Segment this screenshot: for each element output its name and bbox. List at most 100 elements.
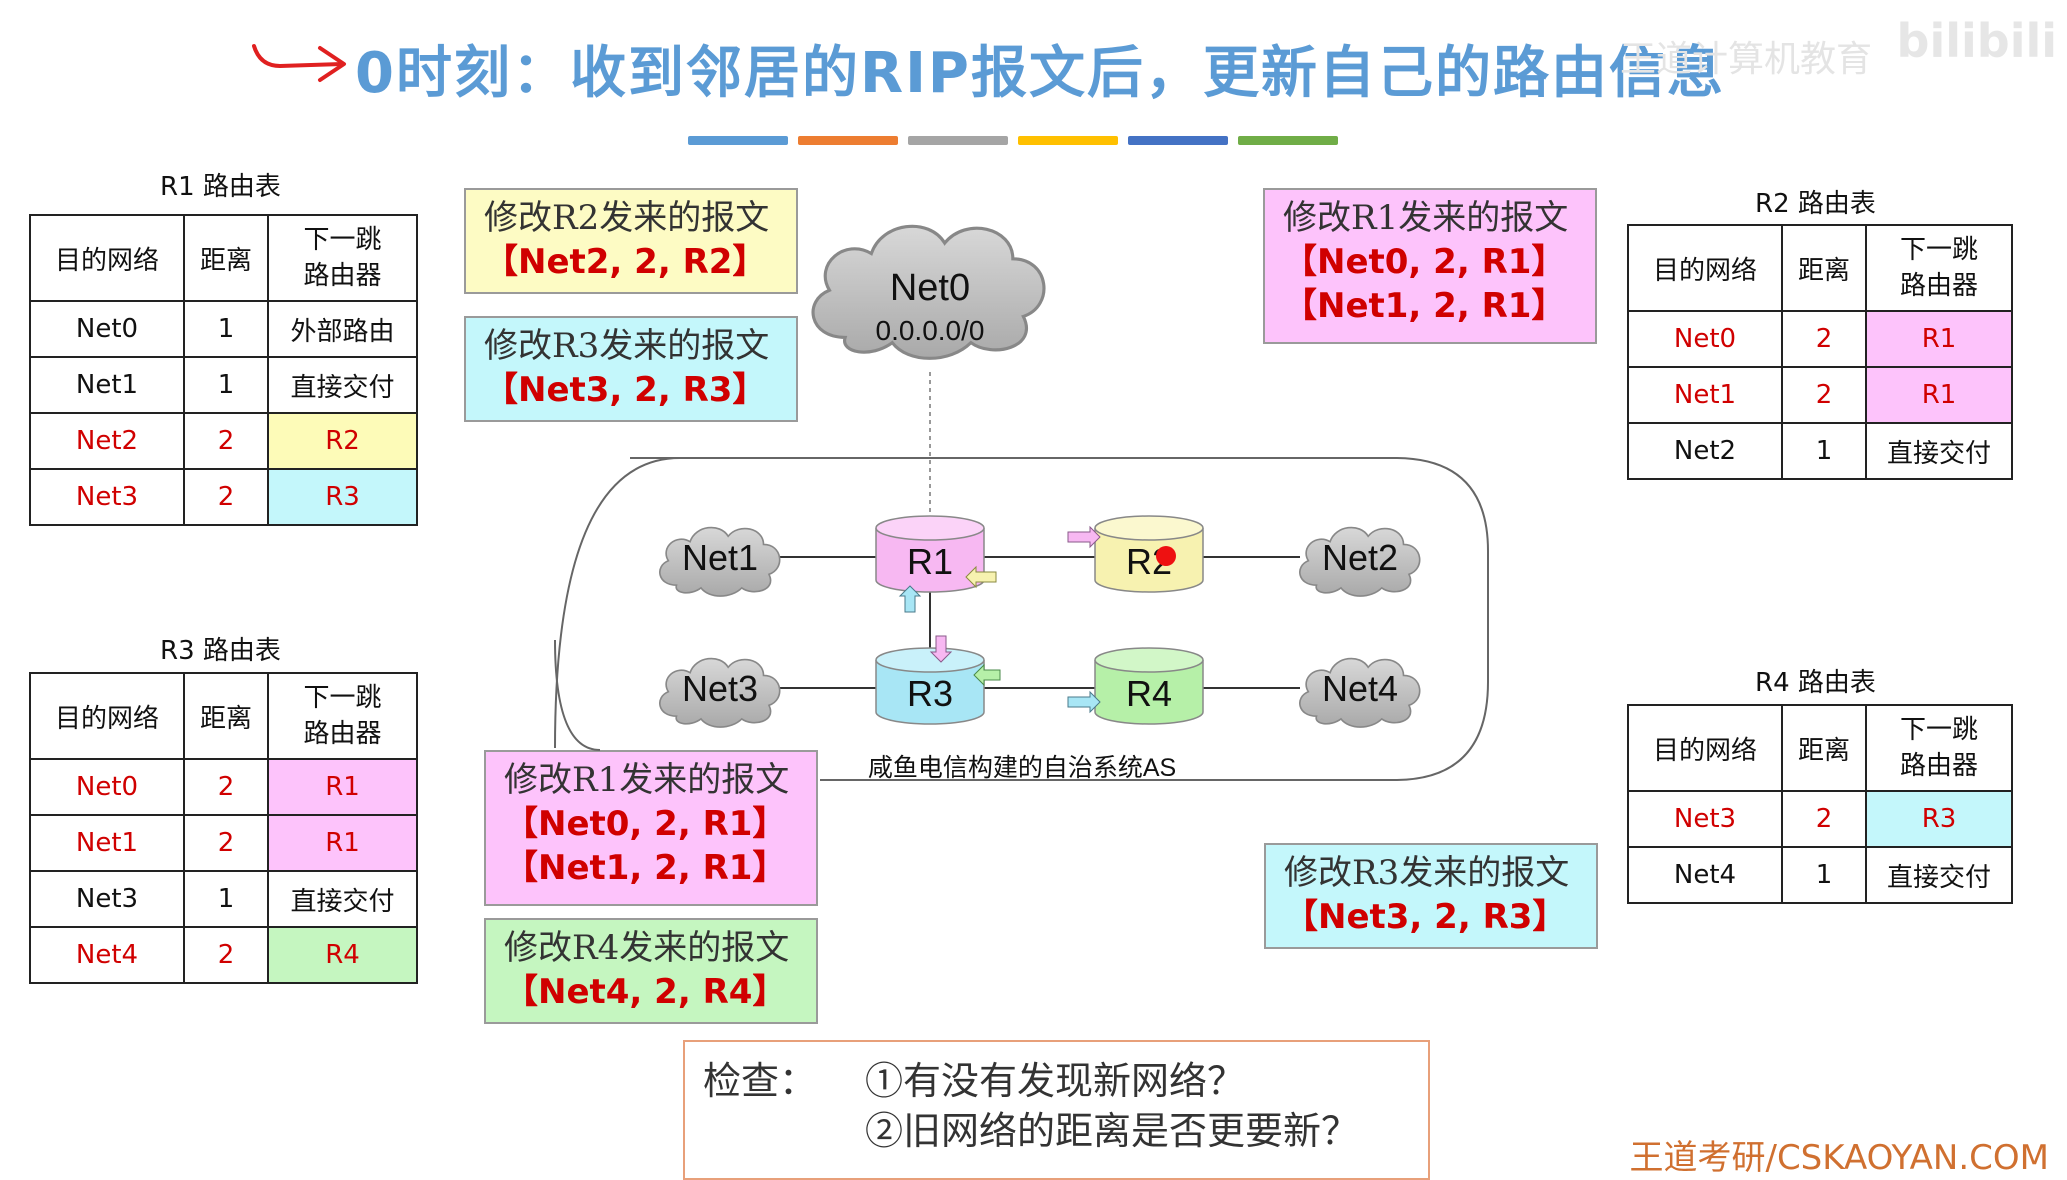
msg-r3-from-r4: 修改R4发来的报文 【Net4, 2, R4】 <box>484 918 818 1024</box>
cell-dist: 1 <box>1781 422 1867 480</box>
msg-line: 【Net1, 2, R1】 <box>1283 286 1566 326</box>
cell-dist: 2 <box>1781 310 1867 368</box>
header-dest: 目的网络 <box>1627 224 1783 312</box>
table-row-updated: Net1 2 R1 <box>1627 366 2013 424</box>
cell-next: 直接交付 <box>267 870 418 928</box>
msg-head: 修改R1发来的报文 <box>1283 198 1569 238</box>
msg-r2-from-r1: 修改R1发来的报文 【Net0, 2, R1】 【Net1, 2, R1】 <box>1263 188 1597 344</box>
msg-line: 【Net1, 2, R1】 <box>504 848 787 888</box>
table-row: Net4 1 直接交付 <box>1627 846 2013 904</box>
router-r1: R1 <box>875 515 985 593</box>
r3-routing-table: 目的网络 距离 下一跳路由器 Net0 2 R1 Net1 2 R1 Net3 … <box>29 672 418 984</box>
r1-routing-table: 目的网络 距离 下一跳路由器 Net0 1 外部路由 Net1 1 直接交付 N… <box>29 214 418 526</box>
header-dest: 目的网络 <box>29 672 185 760</box>
header-dist: 距离 <box>183 672 269 760</box>
msg-head: 修改R4发来的报文 <box>504 928 790 968</box>
router-r3: R3 <box>875 647 985 725</box>
table-row-updated: Net2 2 R2 <box>29 412 418 470</box>
cell-next: R1 <box>1865 366 2013 424</box>
as-label: 咸鱼电信构建的自治系统AS <box>868 754 1176 782</box>
table-row-updated: Net3 2 R3 <box>1627 790 2013 848</box>
header-next: 下一跳路由器 <box>267 672 418 760</box>
cell-net: Net2 <box>1627 422 1783 480</box>
msg-line: 【Net3, 2, R3】 <box>1284 897 1567 937</box>
check-label: 检查： <box>703 1059 818 1103</box>
net3-label: Net3 <box>682 668 758 709</box>
r2-table-caption: R2 路由表 <box>1755 189 1876 219</box>
check-box: 检查： ①有没有发现新网络？ ②旧网络的距离是否更要新？ <box>683 1040 1430 1180</box>
cell-net: Net3 <box>1627 790 1783 848</box>
cell-next: R2 <box>267 412 418 470</box>
table-row-updated: Net0 2 R1 <box>1627 310 2013 368</box>
color-bar-blue <box>688 136 788 145</box>
net0-address: 0.0.0.0/0 <box>876 315 985 346</box>
cell-net: Net3 <box>29 468 185 526</box>
as-boundary-left <box>554 639 601 751</box>
cell-next: R3 <box>1865 790 2013 848</box>
color-bar-orange <box>798 136 898 145</box>
publisher-logo: 王道计算机教育 <box>1620 39 1873 80</box>
cell-dist: 1 <box>1781 846 1867 904</box>
msg-line: 【Net3, 2, R3】 <box>484 370 767 410</box>
cell-net: Net0 <box>29 758 185 816</box>
network-topology-diagram: Net0 0.0.0.0/0 Net1 Net2 Net3 Net4 R1 R2… <box>554 224 1489 782</box>
msg-head: 修改R3发来的报文 <box>1284 853 1570 893</box>
cell-next: R1 <box>267 814 418 872</box>
msg-r1-from-r2: 修改R2发来的报文 【Net2, 2, R2】 <box>464 188 798 294</box>
message-arrows-icon <box>898 525 1101 714</box>
cell-net: Net3 <box>29 870 185 928</box>
as-boundary <box>554 457 1489 781</box>
msg-r3-from-r1: 修改R1发来的报文 【Net0, 2, R1】 【Net1, 2, R1】 <box>484 750 818 906</box>
net2-label: Net2 <box>1322 537 1398 578</box>
msg-head: 修改R3发来的报文 <box>484 326 770 366</box>
cell-dist: 2 <box>1781 790 1867 848</box>
header-dist: 距离 <box>1781 224 1867 312</box>
cell-net: Net4 <box>29 926 185 984</box>
net1-label: Net1 <box>682 537 758 578</box>
r4-label: R4 <box>1126 673 1172 714</box>
msg-r4-from-r3: 修改R3发来的报文 【Net3, 2, R3】 <box>1264 843 1598 949</box>
msg-line: 【Net0, 2, R1】 <box>504 804 787 844</box>
color-bar-gray <box>908 136 1008 145</box>
header-dest: 目的网络 <box>29 214 185 302</box>
table-row: Net2 1 直接交付 <box>1627 422 2013 480</box>
table-row-updated: Net4 2 R4 <box>29 926 418 984</box>
r4-table-caption: R4 路由表 <box>1755 668 1876 698</box>
cell-net: Net0 <box>1627 310 1783 368</box>
header-next: 下一跳路由器 <box>1865 704 2013 792</box>
table-row-updated: Net3 2 R3 <box>29 468 418 526</box>
cell-next: 直接交付 <box>267 356 418 414</box>
cell-dist: 1 <box>183 356 269 414</box>
header-dist: 距离 <box>183 214 269 302</box>
cell-dist: 2 <box>183 468 269 526</box>
cell-dist: 2 <box>183 926 269 984</box>
cell-dist: 1 <box>183 870 269 928</box>
net0-label: Net0 <box>890 267 970 309</box>
msg-line: 【Net0, 2, R1】 <box>1283 242 1566 282</box>
cell-dist: 2 <box>183 758 269 816</box>
cell-next: R1 <box>267 758 418 816</box>
cell-net: Net1 <box>1627 366 1783 424</box>
header-next: 下一跳路由器 <box>267 214 418 302</box>
table-row-updated: Net1 2 R1 <box>29 814 418 872</box>
header-next: 下一跳路由器 <box>1865 224 2013 312</box>
cell-net: Net1 <box>29 814 185 872</box>
pointer-dot <box>1156 546 1176 566</box>
cell-next: 直接交付 <box>1865 422 2013 480</box>
r3-label: R3 <box>907 673 953 714</box>
color-bar-darkblue <box>1128 136 1228 145</box>
msg-line: 【Net2, 2, R2】 <box>484 242 767 282</box>
table-row: Net0 1 外部路由 <box>29 300 418 358</box>
cell-next: R3 <box>267 468 418 526</box>
hand-drawn-arrow-icon <box>252 44 346 82</box>
cell-next: R1 <box>1865 310 2013 368</box>
cell-next: 外部路由 <box>267 300 418 358</box>
check-question-1: ①有没有发现新网络？ <box>865 1059 1246 1103</box>
cell-dist: 2 <box>183 814 269 872</box>
cell-dist: 1 <box>183 300 269 358</box>
cell-net: Net0 <box>29 300 185 358</box>
msg-r1-from-r3: 修改R3发来的报文 【Net3, 2, R3】 <box>464 316 798 422</box>
cell-net: Net1 <box>29 356 185 414</box>
cell-net: Net2 <box>29 412 185 470</box>
r4-routing-table: 目的网络 距离 下一跳路由器 Net3 2 R3 Net4 1 直接交付 <box>1627 704 2013 904</box>
